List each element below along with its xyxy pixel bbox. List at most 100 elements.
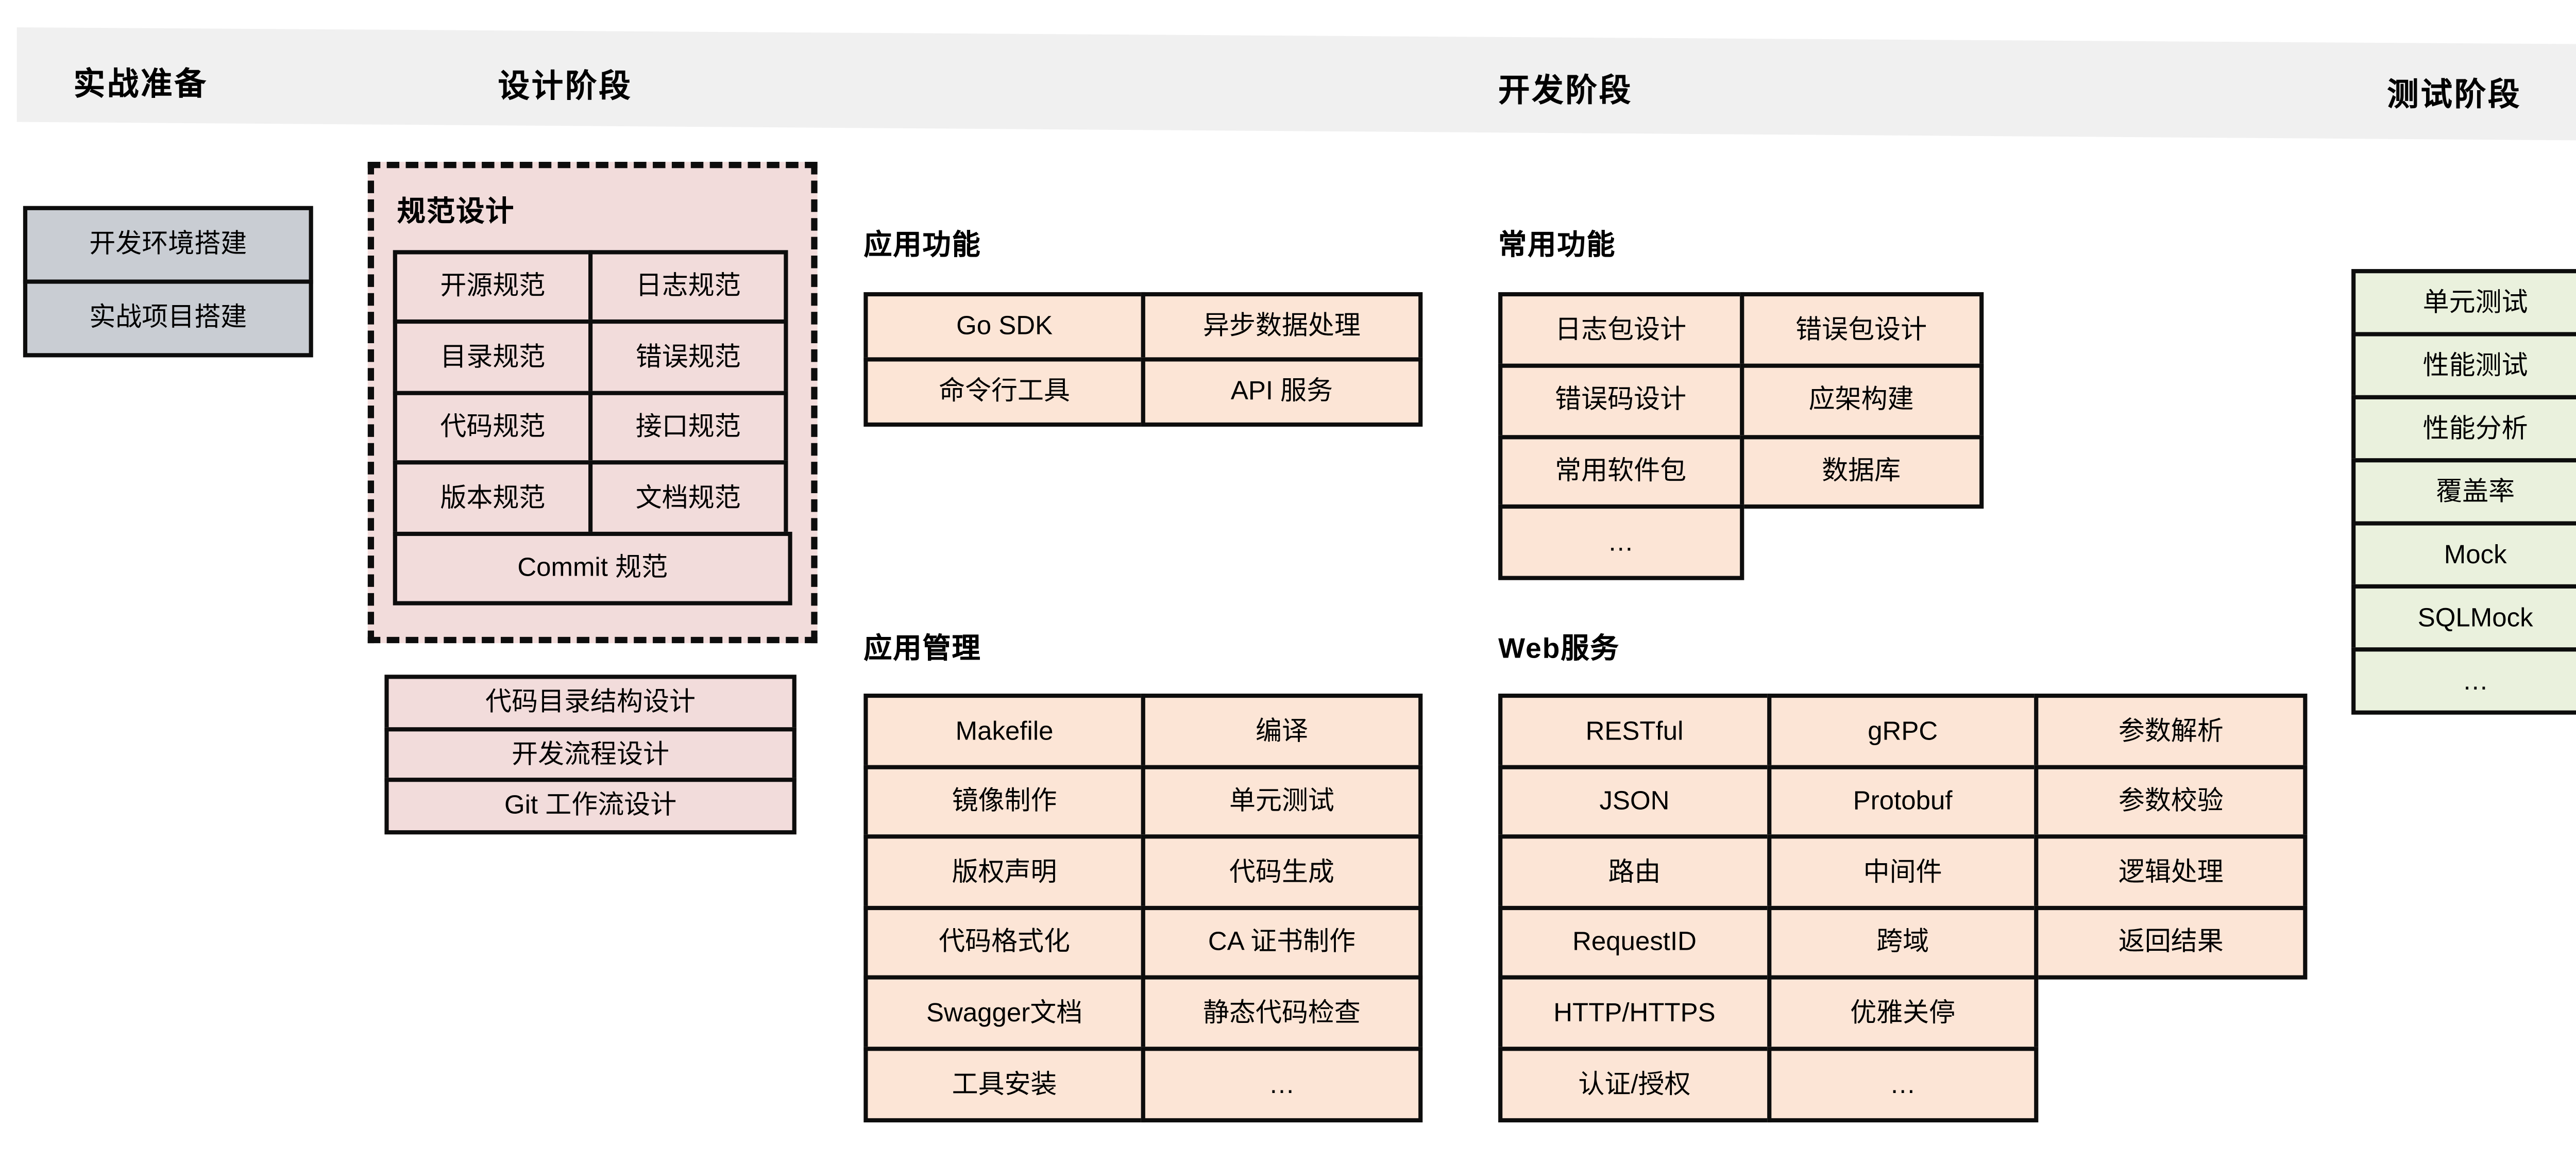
table-cell: 代码目录结构设计 [384, 675, 796, 731]
common-features-table: 日志包设计错误包设计错误码设计应架构建常用软件包数据库… [1498, 292, 1988, 580]
table-cell: 工具安装 [863, 1047, 1145, 1122]
table-row: Git 工作流设计 [384, 778, 796, 834]
table-cell: … [1141, 1047, 1423, 1122]
table-cell: 优雅关停 [1766, 976, 2039, 1051]
table-cell: 性能分析 [2351, 395, 2576, 463]
table-cell: 数据库 [1739, 434, 1984, 510]
table-cell: Git 工作流设计 [384, 778, 796, 834]
table-cell: 异步数据处理 [1141, 292, 1423, 362]
table-cell: 代码规范 [393, 390, 593, 465]
table-cell: 代码格式化 [863, 905, 1145, 981]
table-cell: 代码生成 [1141, 835, 1423, 910]
table-cell: 日志规范 [588, 250, 788, 325]
table-row: 工具安装… [863, 1047, 1427, 1122]
table-cell: … [1766, 1047, 2039, 1122]
table-cell: gRPC [1766, 693, 2039, 769]
table-row: 日志包设计错误包设计 [1498, 292, 1988, 367]
table-row: Commit 规范 [393, 531, 792, 606]
table-cell: 参数解析 [2035, 693, 2308, 769]
table-cell: 开发流程设计 [384, 726, 796, 783]
table-row: 代码目录结构设计 [384, 675, 796, 731]
table-cell: RequestID [1498, 905, 1771, 981]
table-cell: 跨域 [1766, 905, 2039, 981]
section-title-web-service: Web服务 [1498, 632, 1620, 664]
table-row: 版权声明代码生成 [863, 835, 1427, 910]
table-cell: 错误码设计 [1498, 363, 1743, 439]
table-row: 常用软件包数据库 [1498, 434, 1988, 510]
table-row: 错误码设计应架构建 [1498, 363, 1988, 439]
table-cell: 认证/授权 [1498, 1047, 1771, 1122]
table-cell: 返回结果 [2035, 905, 2308, 981]
table-row: 开发环境搭建 [23, 206, 313, 284]
table-cell: Mock [2351, 521, 2576, 589]
table-cell: 日志包设计 [1498, 292, 1743, 367]
table-cell: SQLMock [2351, 584, 2576, 652]
table-cell: 接口规范 [588, 390, 788, 465]
table-cell: 中间件 [1766, 835, 2039, 910]
table-row: … [1498, 505, 1988, 580]
table-row: … [2351, 647, 2576, 715]
table-cell: 单元测试 [1141, 764, 1423, 839]
table-row: 实战项目搭建 [23, 279, 313, 358]
phase-arrow-banner [16, 27, 2576, 141]
section-title-app-features: 应用功能 [863, 229, 981, 261]
phase-label-preparation: 实战准备 [73, 67, 208, 103]
table-row: Mock [2351, 521, 2576, 589]
table-cell: 实战项目搭建 [23, 279, 313, 358]
table-cell: 开源规范 [393, 250, 593, 325]
table-cell: 静态代码检查 [1141, 976, 1423, 1051]
table-cell: … [1498, 505, 1743, 580]
phase-label-development: 开发阶段 [1498, 73, 1633, 110]
table-cell: 单元测试 [2351, 269, 2576, 337]
table-cell: Commit 规范 [393, 531, 792, 606]
table-row: 目录规范错误规范 [393, 320, 792, 395]
section-title-app-management: 应用管理 [863, 632, 981, 664]
table-cell: 逻辑处理 [2035, 835, 2308, 910]
table-cell: 错误包设计 [1739, 292, 1984, 367]
section-title-common-features: 常用功能 [1498, 229, 1616, 261]
table-cell: 开发环境搭建 [23, 206, 313, 284]
table-cell: 目录规范 [393, 320, 593, 395]
table-cell: 镜像制作 [863, 764, 1145, 839]
table-cell: HTTP/HTTPS [1498, 976, 1771, 1051]
table-cell: RESTful [1498, 693, 1771, 769]
table-cell: API 服务 [1141, 357, 1423, 427]
table-cell: 性能测试 [2351, 332, 2576, 399]
table-row: 性能分析 [2351, 395, 2576, 463]
table-cell: 编译 [1141, 693, 1423, 769]
arrow-shape [16, 27, 2576, 141]
table-cell: JSON [1498, 764, 1771, 839]
table-cell: 版权声明 [863, 835, 1145, 910]
table-cell: 文档规范 [588, 460, 788, 535]
table-cell: 错误规范 [588, 320, 788, 395]
table-row: 代码规范接口规范 [393, 390, 792, 465]
table-row: 开发流程设计 [384, 726, 796, 783]
table-cell: Go SDK [863, 292, 1145, 362]
table-cell: Makefile [863, 693, 1145, 769]
table-row: Swagger文档静态代码检查 [863, 976, 1427, 1051]
table-cell: 路由 [1498, 835, 1771, 910]
table-row: 认证/授权… [1498, 1047, 2316, 1122]
table-row: 单元测试 [2351, 269, 2576, 337]
table-row: 覆盖率 [2351, 458, 2576, 526]
table-row: 版本规范文档规范 [393, 460, 792, 535]
table-cell: 版本规范 [393, 460, 593, 535]
table-row: 镜像制作单元测试 [863, 764, 1427, 839]
table-row: 路由中间件逻辑处理 [1498, 835, 2316, 910]
preparation-table: 开发环境搭建实战项目搭建 [23, 206, 313, 358]
phase-label-testing: 测试阶段 [2387, 77, 2522, 114]
